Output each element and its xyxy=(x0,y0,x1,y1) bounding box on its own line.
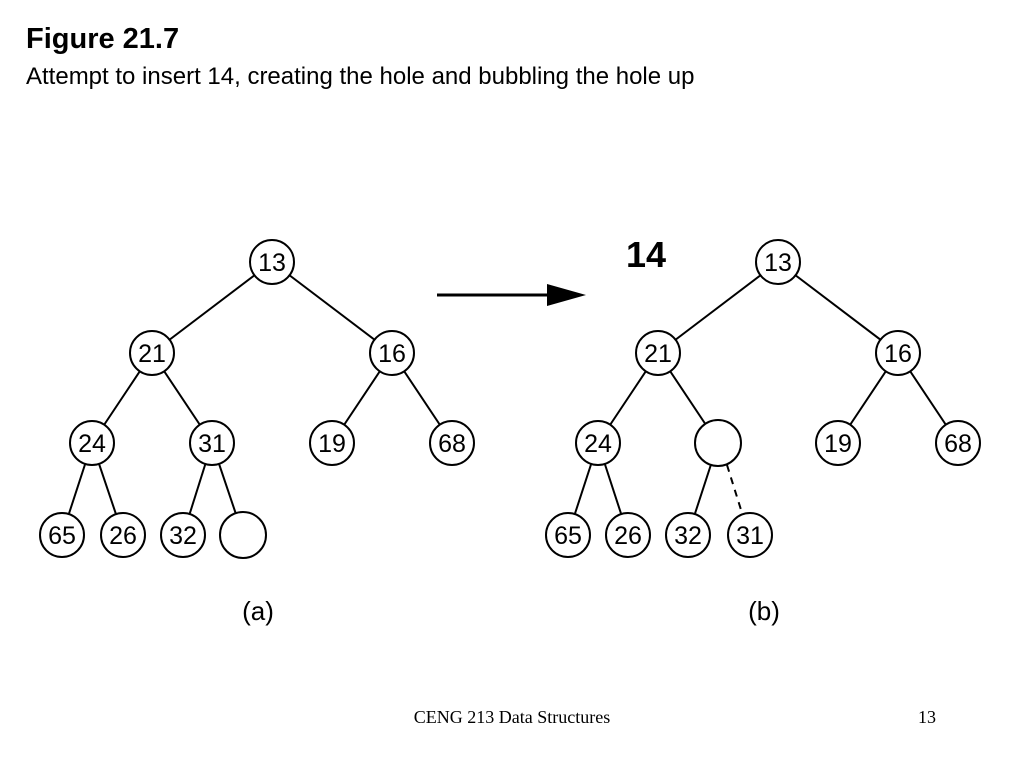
svg-text:21: 21 xyxy=(644,340,672,368)
svg-text:31: 31 xyxy=(736,522,764,550)
node-b-32: 32 xyxy=(665,512,711,558)
tree-b: 13 21 16 24 19 68 65 26 32 31 xyxy=(545,239,981,626)
node-b-24: 24 xyxy=(575,420,621,466)
edge-a-13-16 xyxy=(271,261,393,354)
node-a-26: 26 xyxy=(100,512,146,558)
node-a-19: 19 xyxy=(309,420,355,466)
node-b-26: 26 xyxy=(605,512,651,558)
svg-text:19: 19 xyxy=(318,430,346,458)
node-a-31: 31 xyxy=(189,420,235,466)
node-b-31: 31 xyxy=(727,512,773,558)
caption-a: (a) xyxy=(242,596,274,626)
edge-b-hole-31-dashed xyxy=(726,464,743,514)
svg-text:24: 24 xyxy=(584,430,612,458)
svg-text:16: 16 xyxy=(884,340,912,368)
insert-value: 14 xyxy=(626,234,666,275)
svg-text:32: 32 xyxy=(674,522,702,550)
svg-text:31: 31 xyxy=(198,430,226,458)
caption-b: (b) xyxy=(748,596,780,626)
node-b-21: 21 xyxy=(635,330,681,376)
node-a-16: 16 xyxy=(369,330,415,376)
svg-text:26: 26 xyxy=(614,522,642,550)
svg-text:32: 32 xyxy=(169,522,197,550)
node-a-32: 32 xyxy=(160,512,206,558)
node-b-19: 19 xyxy=(815,420,861,466)
node-b-65: 65 xyxy=(545,512,591,558)
svg-text:26: 26 xyxy=(109,522,137,550)
edge-b-13-21 xyxy=(657,261,779,354)
svg-text:13: 13 xyxy=(764,249,792,277)
node-a-65: 65 xyxy=(39,512,85,558)
transition-arrow xyxy=(437,284,586,306)
svg-text:65: 65 xyxy=(554,522,582,550)
figure-title: Figure 21.7 xyxy=(26,23,180,55)
node-a-hole xyxy=(219,511,267,559)
svg-text:68: 68 xyxy=(944,430,972,458)
tree-a: 13 21 16 24 31 19 68 65 26 32 xyxy=(39,239,475,626)
edge-b-13-16 xyxy=(777,261,899,354)
node-b-68: 68 xyxy=(935,420,981,466)
svg-text:21: 21 xyxy=(138,340,166,368)
edge-a-13-21 xyxy=(151,261,273,354)
svg-text:13: 13 xyxy=(258,249,286,277)
node-b-hole xyxy=(694,419,742,467)
node-a-24: 24 xyxy=(69,420,115,466)
node-a-21: 21 xyxy=(129,330,175,376)
figure-subtitle: Attempt to insert 14, creating the hole … xyxy=(26,63,695,90)
page-number: 13 xyxy=(918,707,936,727)
node-b-13: 13 xyxy=(755,239,801,285)
node-b-16: 16 xyxy=(875,330,921,376)
svg-text:65: 65 xyxy=(48,522,76,550)
node-a-13: 13 xyxy=(249,239,295,285)
footer-course: CENG 213 Data Structures xyxy=(413,707,611,727)
node-a-68: 68 xyxy=(429,420,475,466)
svg-text:19: 19 xyxy=(824,430,852,458)
svg-text:16: 16 xyxy=(378,340,406,368)
svg-text:68: 68 xyxy=(438,430,466,458)
svg-text:24: 24 xyxy=(78,430,106,458)
